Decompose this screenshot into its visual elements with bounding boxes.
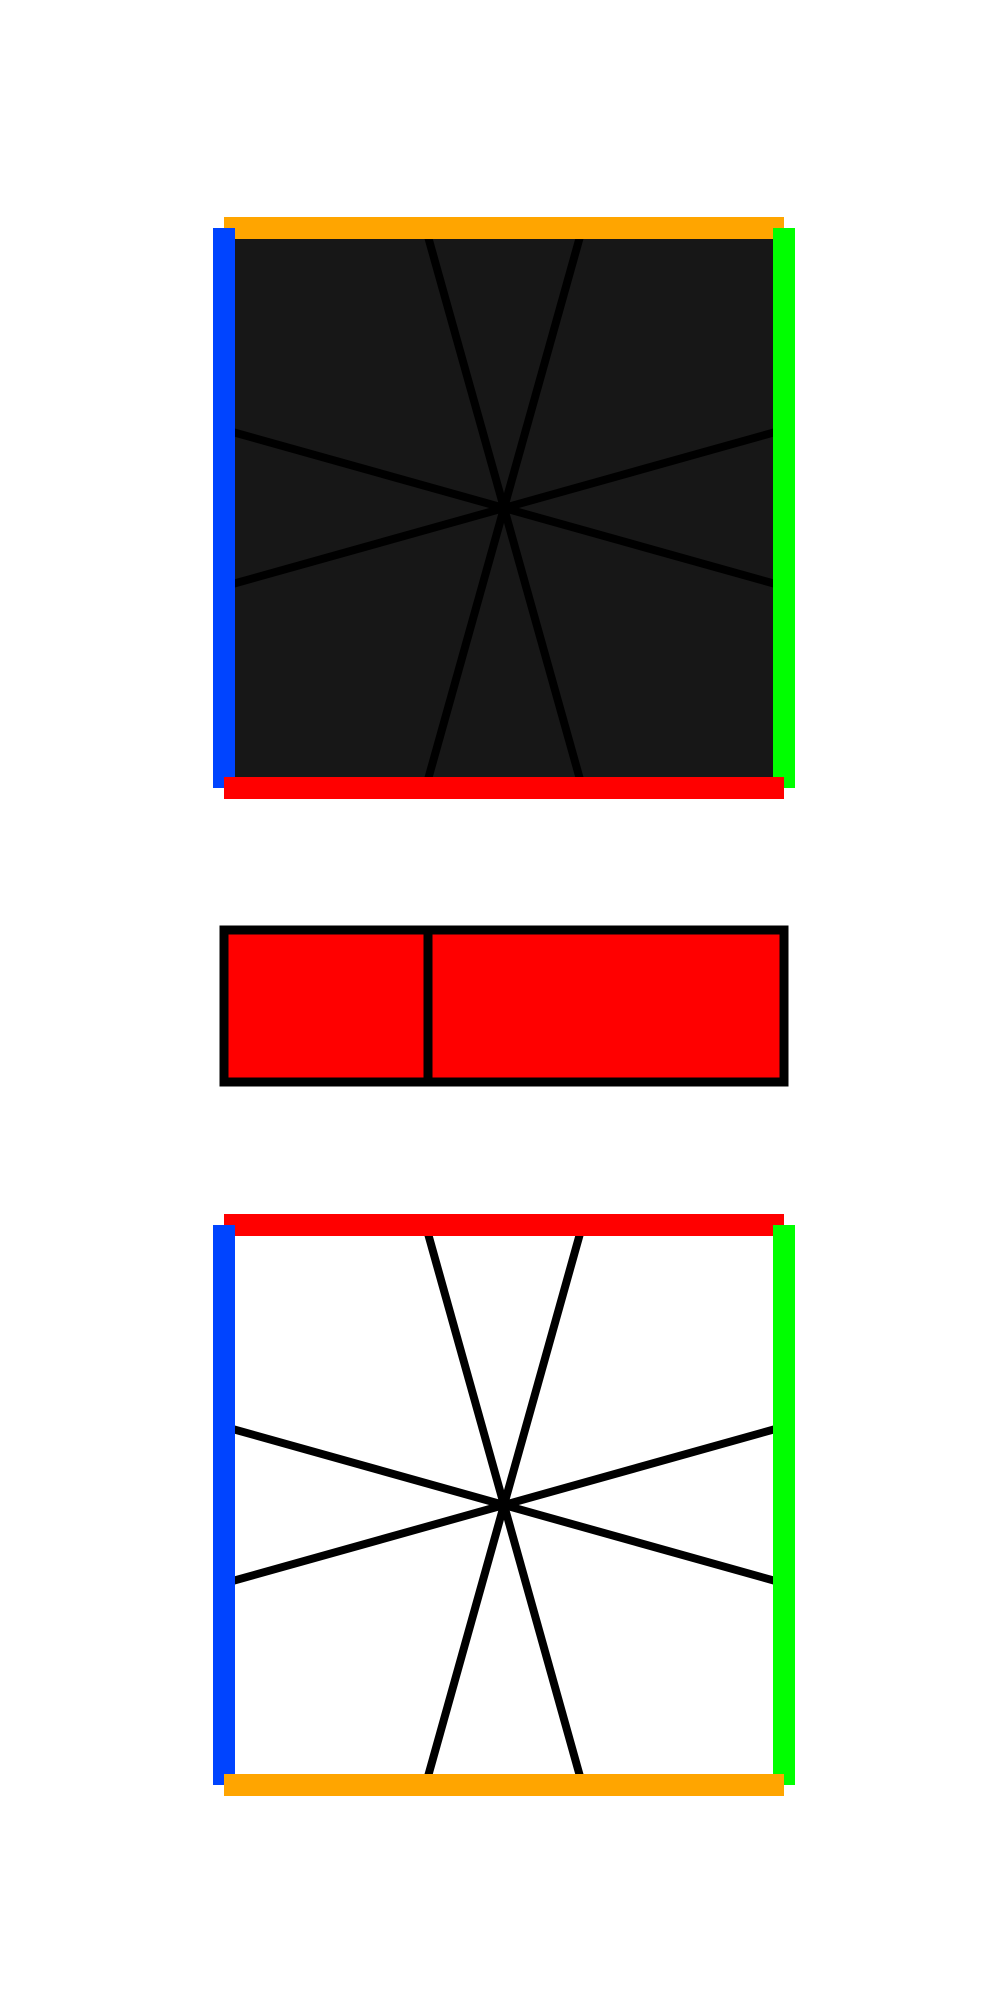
- bottom-square-rays: [222, 1223, 786, 1787]
- top-ray-3: [500, 226, 587, 510]
- top-ray-2: [500, 506, 587, 790]
- bottom-ray-5: [222, 1422, 506, 1509]
- top-ray-7: [222, 504, 506, 591]
- bottom-ray-2: [500, 1503, 587, 1787]
- bottom-ray-1: [421, 1223, 508, 1507]
- top-ray-1: [421, 226, 508, 510]
- middle-bar: [219, 925, 789, 1087]
- bottom-ray-3: [500, 1223, 587, 1507]
- top-square: [213, 217, 795, 799]
- top-ray-6: [502, 504, 786, 591]
- bottom-ray-7: [222, 1501, 506, 1588]
- bottom-square: [213, 1214, 795, 1796]
- top-ray-5: [222, 425, 506, 512]
- bottom-ray-6: [502, 1501, 786, 1588]
- top-ray-4: [421, 506, 508, 790]
- bottom-ray-8: [502, 1422, 786, 1509]
- top-square-rays: [222, 226, 786, 790]
- middle-bar-fill: [219, 925, 789, 1087]
- bottom-ray-4: [421, 1503, 508, 1787]
- top-ray-8: [502, 425, 786, 512]
